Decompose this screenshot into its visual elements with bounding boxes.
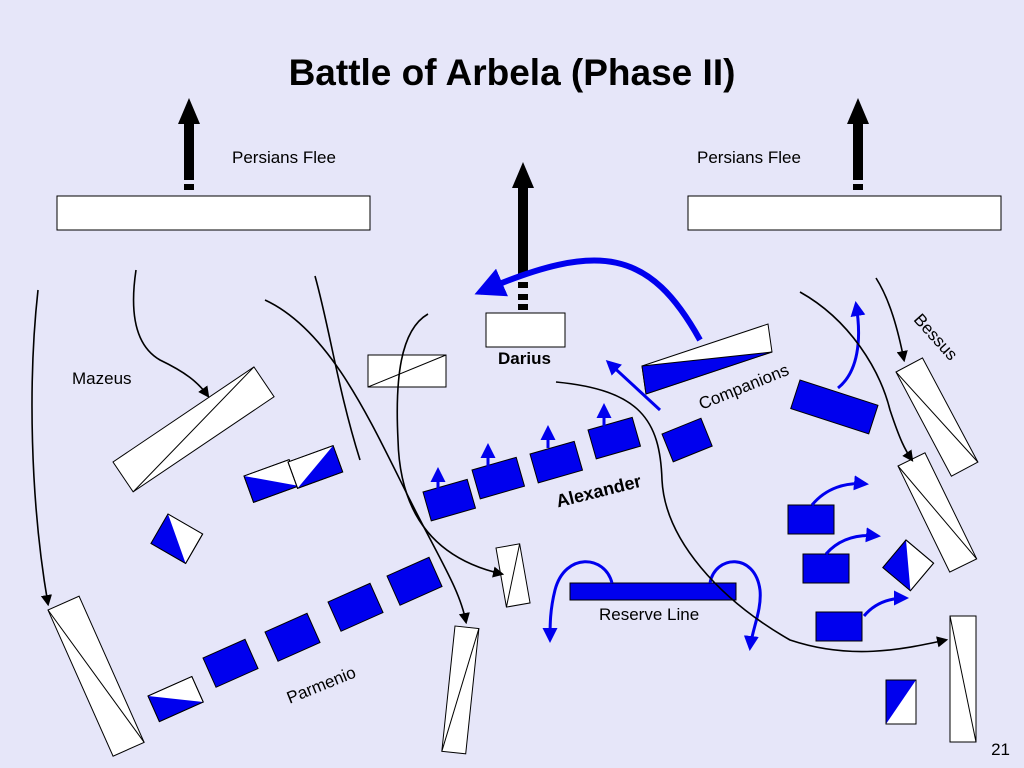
mazeus-label: Mazeus — [72, 369, 132, 388]
persians-flee-label-right: Persians Flee — [697, 148, 801, 167]
reserve-line-label: Reserve Line — [599, 605, 700, 624]
persian-block-right — [687, 195, 1002, 231]
alexander-line — [422, 359, 713, 522]
persian-tall-units — [47, 543, 531, 757]
persians-flee-label-left: Persians Flee — [232, 148, 336, 167]
slide-title: Battle of Arbela (Phase II) — [288, 52, 736, 93]
persian-unit-mazeus — [112, 366, 275, 493]
companions-turn-arrow — [474, 257, 703, 342]
companions-unit — [641, 323, 773, 395]
mixed-unit-c — [150, 513, 204, 565]
persian-unit-mid — [367, 354, 447, 388]
darius-label: Darius — [498, 349, 551, 368]
movement-paths — [31, 269, 949, 653]
flee-arrow-center — [512, 162, 534, 310]
page-number: 21 — [991, 740, 1010, 759]
flee-arrow-left — [178, 98, 200, 190]
right-flank-units — [787, 301, 935, 725]
bessus-units — [895, 357, 979, 743]
reserve-line — [542, 560, 762, 651]
parmenio-line — [147, 556, 443, 723]
persian-block-left — [56, 195, 371, 231]
mixed-unit-a — [243, 458, 300, 503]
darius-block — [485, 312, 566, 348]
mixed-unit-b — [287, 444, 344, 489]
flee-arrow-right — [847, 98, 869, 190]
